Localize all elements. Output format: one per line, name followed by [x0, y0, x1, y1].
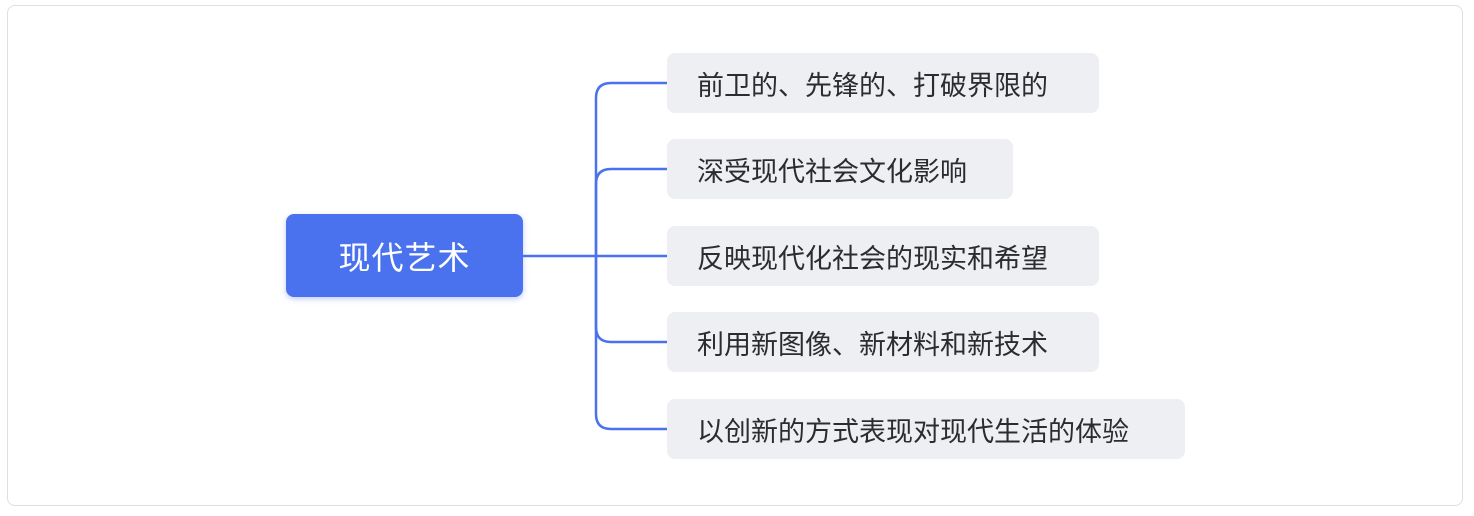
branch-node-2[interactable]: 反映现代化社会的现实和希望: [667, 226, 1099, 286]
branch-node-label: 前卫的、先锋的、打破界限的: [697, 70, 1048, 102]
root-node[interactable]: 现代艺术: [286, 214, 523, 297]
branch-node-3[interactable]: 利用新图像、新材料和新技术: [667, 312, 1099, 372]
branch-node-label: 反映现代化社会的现实和希望: [697, 243, 1048, 275]
branch-node-0[interactable]: 前卫的、先锋的、打破界限的: [667, 53, 1099, 113]
branch-node-label: 深受现代社会文化影响: [697, 156, 967, 188]
branch-node-label: 利用新图像、新材料和新技术: [697, 329, 1048, 361]
branch-node-1[interactable]: 深受现代社会文化影响: [667, 139, 1013, 199]
root-node-label: 现代艺术: [338, 238, 471, 277]
branch-node-label: 以创新的方式表现对现代生活的体验: [697, 416, 1129, 448]
branch-node-4[interactable]: 以创新的方式表现对现代生活的体验: [667, 399, 1185, 459]
